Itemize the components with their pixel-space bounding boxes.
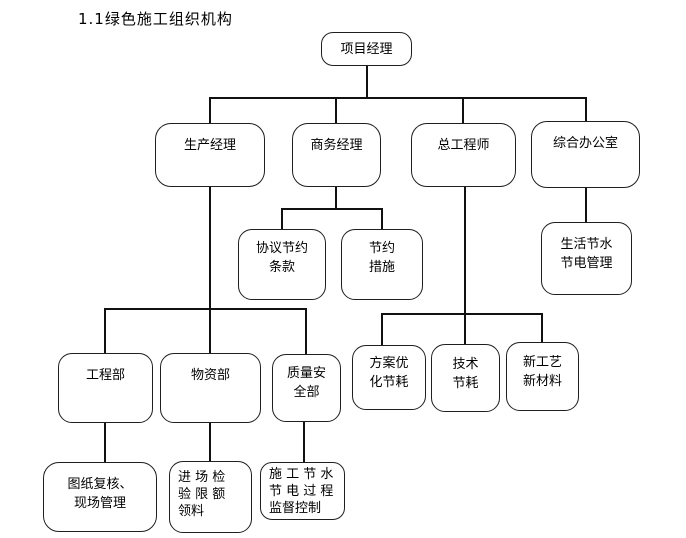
section-title: 1.1绿色施工组织机构: [78, 10, 233, 28]
node-label: 物资部: [190, 368, 230, 383]
node-label: 协议节约 条款: [255, 241, 308, 275]
node-drawing-review-site-mgmt: 图纸复核、 现场管理: [43, 462, 157, 532]
connector-line-v: [381, 313, 383, 345]
connector-line-v: [335, 187, 337, 209]
node-engineering-dept: 工程部: [58, 353, 153, 423]
connector-line-v: [335, 97, 337, 123]
connector-line-v: [366, 66, 368, 97]
node-label: 施 工 节 水 节 电 过 程 监督控制: [269, 467, 334, 516]
node-plan-optimization: 方案优 化节耗: [352, 345, 426, 410]
node-label: 图纸复核、 现场管理: [67, 477, 133, 511]
connector-line-v: [464, 187, 466, 344]
node-label: 生活节水 节电管理: [560, 237, 613, 271]
node-label: 进 场 检 验 限 额 领料: [178, 470, 226, 519]
connector-line-v: [381, 208, 383, 231]
node-label: 技术 节耗: [452, 357, 479, 391]
node-label: 生产经理: [183, 138, 236, 153]
connector-line-h: [104, 308, 307, 310]
connector-line-v: [303, 422, 305, 462]
node-construction-supervision: 施 工 节 水 节 电 过 程 监督控制: [260, 462, 345, 520]
node-new-process-materials: 新工艺 新材料: [506, 342, 579, 411]
node-label: 质量安 全部: [286, 366, 326, 400]
connector-line-v: [104, 308, 106, 353]
node-technology-saving: 技术 节耗: [431, 344, 500, 412]
connector-line-v: [305, 308, 307, 354]
connector-line-v: [209, 187, 211, 353]
node-label: 工程部: [85, 368, 125, 383]
node-project-manager: 项目经理: [321, 32, 412, 66]
connector-line-v: [104, 423, 106, 462]
node-materials-dept: 物资部: [160, 353, 261, 423]
node-quality-safety-dept: 质量安 全部: [272, 354, 341, 422]
connector-line-h: [381, 313, 543, 315]
connector-line-v: [462, 97, 464, 123]
node-living-water-power-mgmt: 生活节水 节电管理: [541, 222, 632, 295]
connector-line-v: [281, 208, 283, 231]
node-production-manager: 生产经理: [155, 123, 265, 187]
node-business-manager: 商务经理: [292, 123, 381, 187]
node-incoming-inspection: 进 场 检 验 限 额 领料: [169, 461, 252, 533]
node-label: 项目经理: [340, 41, 393, 57]
connector-line-h: [281, 208, 383, 210]
node-agreement-saving-terms: 协议节约 条款: [238, 229, 326, 300]
node-saving-measures: 节约 措施: [341, 229, 423, 300]
node-label: 总工程师: [437, 138, 490, 153]
connector-line-v: [209, 423, 211, 461]
node-label: 节约 措施: [368, 241, 395, 275]
node-label: 方案优 化节耗: [369, 356, 409, 390]
node-label: 综合办公室: [552, 136, 618, 151]
connector-line-h: [209, 97, 587, 99]
node-chief-engineer: 总工程师: [411, 123, 516, 187]
node-label: 新工艺 新材料: [522, 355, 562, 389]
node-label: 商务经理: [310, 138, 363, 153]
connector-line-v: [541, 313, 543, 342]
connector-line-v: [585, 97, 587, 121]
connector-line-v: [585, 188, 587, 222]
connector-line-v: [209, 97, 211, 123]
node-general-office: 综合办公室: [531, 121, 640, 188]
